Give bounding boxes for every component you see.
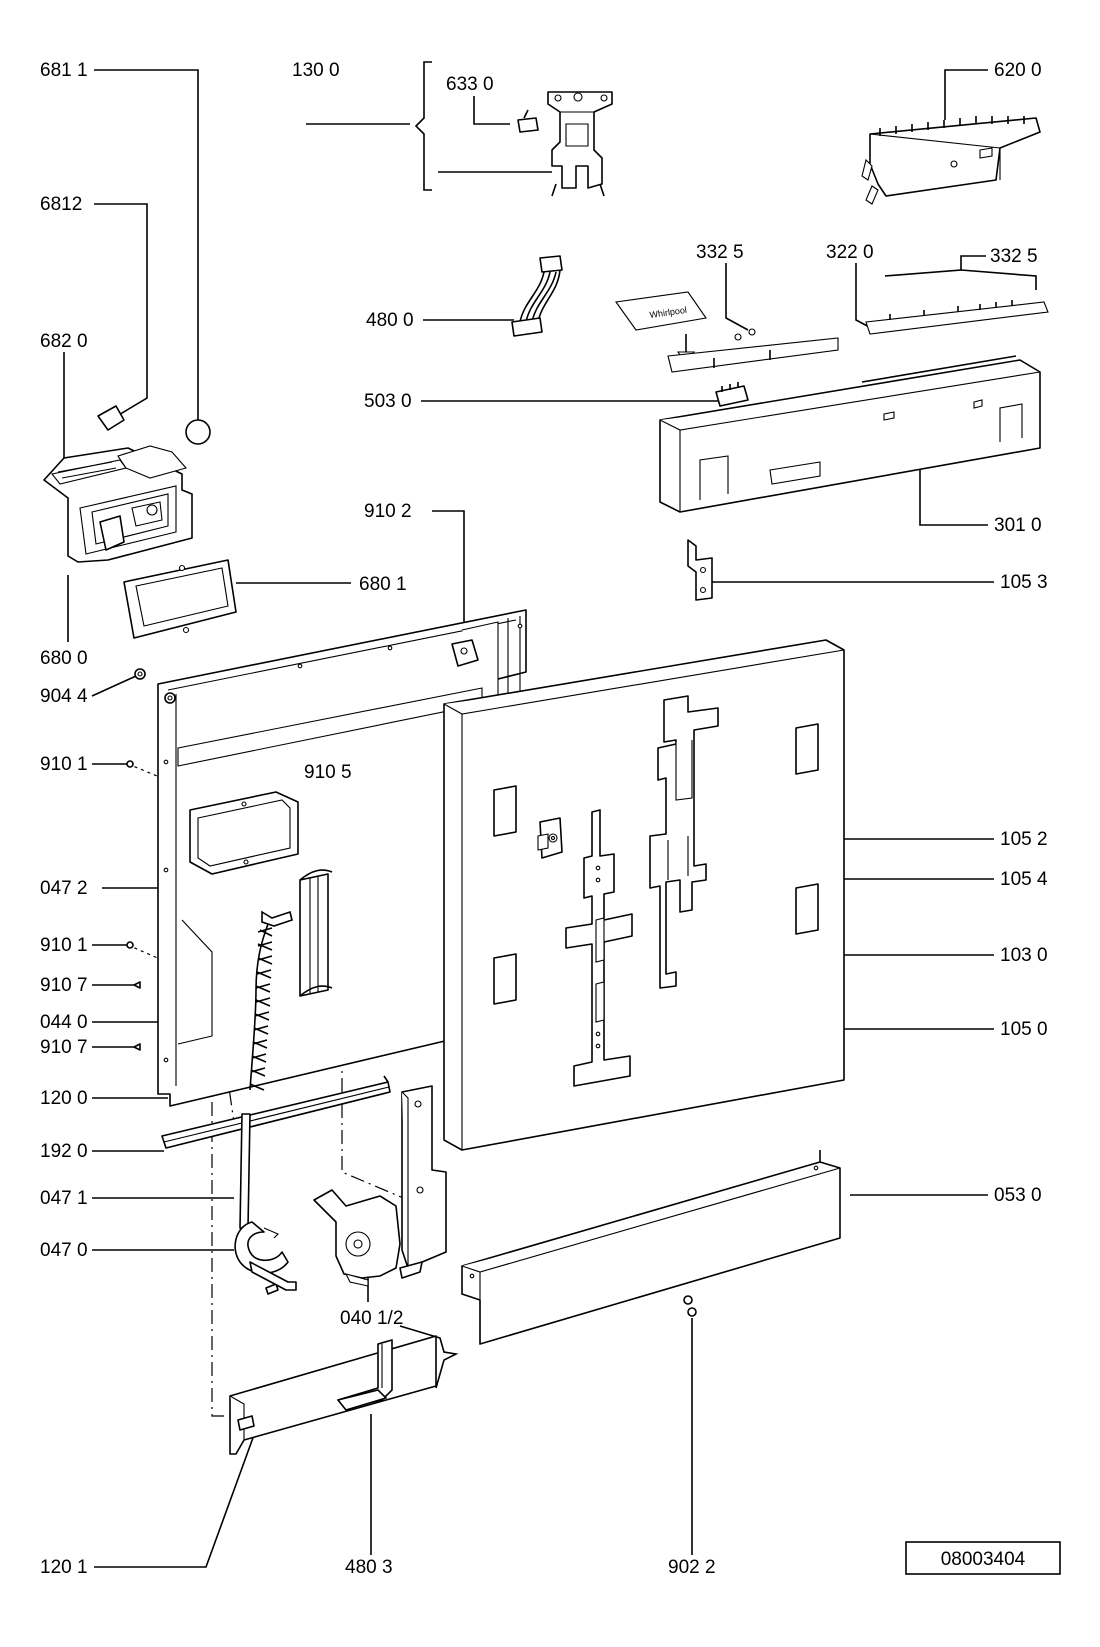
outer-door-panel	[443, 639, 845, 1151]
callout-105-3: 105 3	[1000, 572, 1048, 593]
door-strip	[161, 1075, 391, 1149]
callout-120-1: 120 1	[40, 1557, 88, 1578]
callout-192-0: 192 0	[40, 1141, 88, 1162]
dispenser-lever	[97, 405, 125, 431]
callout-105-2: 105 2	[1000, 829, 1048, 850]
callout-680-0: 680 0	[40, 648, 88, 669]
spring-lever-arm	[234, 1113, 297, 1291]
control-panel-foils: Whirlpool	[615, 291, 1049, 373]
callout-910-7-bottom: 910 7	[40, 1037, 88, 1058]
callout-labels: 681 1 6812 682 0 680 0 130 0 633 0 620 0…	[40, 60, 1048, 1578]
callout-620-0: 620 0	[994, 60, 1042, 81]
callout-332-5-left: 332 5	[696, 242, 744, 263]
drawing-number: 08003404	[941, 1549, 1026, 1570]
callout-480-3: 480 3	[345, 1557, 393, 1578]
callout-480-0: 480 0	[366, 310, 414, 331]
control-panel-housing	[659, 355, 1041, 513]
callout-053-0: 053 0	[994, 1185, 1042, 1206]
door-hinge-brackets	[537, 695, 719, 1087]
callout-105-4: 105 4	[1000, 869, 1048, 890]
callout-105-0: 105 0	[1000, 1019, 1048, 1040]
detergent-dispenser	[43, 445, 193, 563]
drawing-number-box: 08003404	[905, 1541, 1061, 1575]
callout-910-1-top: 910 1	[40, 754, 88, 775]
wiring-harness	[511, 255, 563, 337]
kick-panel	[229, 1325, 459, 1455]
callout-044-0: 044 0	[40, 1012, 88, 1033]
door-spring	[249, 910, 293, 1091]
callout-910-7-top: 910 7	[40, 975, 88, 996]
door-hinge-040	[313, 1085, 447, 1287]
dispenser-gasket	[123, 559, 237, 639]
callout-301-0: 301 0	[994, 515, 1042, 536]
callout-680-1: 680 1	[359, 574, 407, 595]
small-circuit-board	[715, 382, 749, 407]
inner-door-panel	[157, 609, 527, 1107]
switch-assembly	[517, 91, 613, 197]
callout-103-0: 103 0	[1000, 945, 1048, 966]
callout-910-2: 910 2	[364, 501, 412, 522]
wiring-bracket-480-3	[337, 1339, 393, 1411]
callout-681-1: 681 1	[40, 60, 88, 81]
callout-047-2: 047 2	[40, 878, 88, 899]
callout-047-1: 047 1	[40, 1188, 88, 1209]
callout-902-2: 902 2	[668, 1557, 716, 1578]
callout-633-0: 633 0	[446, 74, 494, 95]
electronic-control-board	[861, 116, 1041, 205]
callout-503-0: 503 0	[364, 391, 412, 412]
callout-910-1-bottom: 910 1	[40, 935, 88, 956]
callout-910-5: 910 5	[304, 762, 352, 783]
callout-6812: 6812	[40, 194, 82, 215]
callout-682-0: 682 0	[40, 331, 88, 352]
callout-322-0: 322 0	[826, 242, 874, 263]
rinse-aid-cap	[185, 419, 211, 445]
callout-904-4: 904 4	[40, 686, 88, 707]
callout-130-0: 130 0	[292, 60, 340, 81]
callout-332-5-right: 332 5	[990, 246, 1038, 267]
bracket-105-3	[687, 539, 713, 601]
callout-047-0: 047 0	[40, 1240, 88, 1261]
door-bottom-panel	[461, 1150, 841, 1345]
callout-120-0: 120 0	[40, 1088, 88, 1109]
callout-040-1-2: 040 1/2	[340, 1308, 403, 1329]
